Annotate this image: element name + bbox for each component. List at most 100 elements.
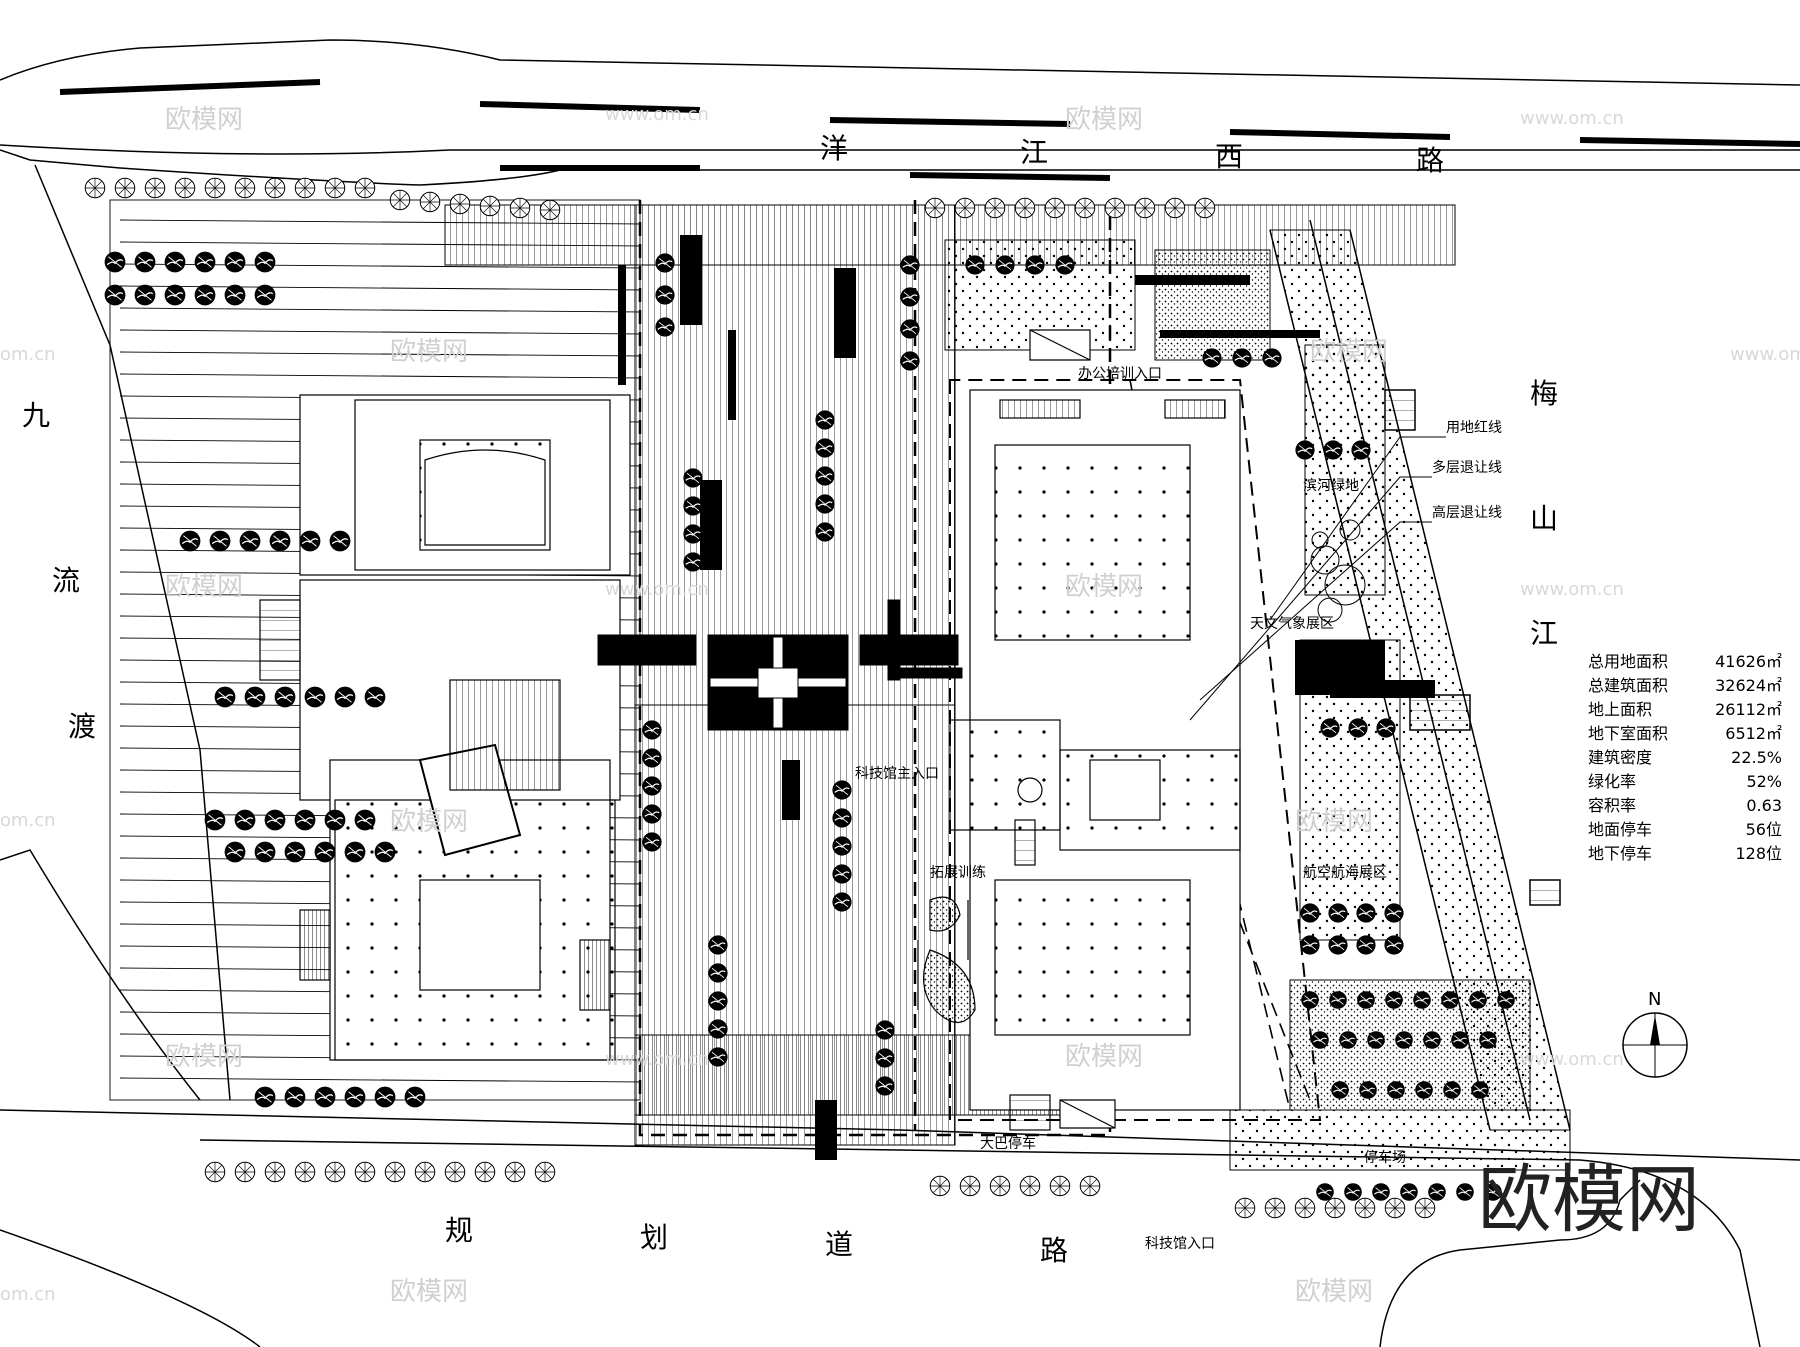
tree-icon [263, 808, 287, 832]
tree-icon [243, 685, 267, 709]
tree-icon [1315, 1182, 1335, 1202]
watermark-brand-4: 欧模网 [1310, 337, 1388, 367]
road-labels: 洋 江 西 路 规 划 道 路 九 流 渡 梅 山 江 [22, 132, 1558, 1267]
street-tree-icon [924, 197, 946, 219]
street-tree-icon [1164, 197, 1186, 219]
tree-icon [707, 1046, 729, 1068]
tree-icon [1399, 1182, 1419, 1202]
stat-value: 56位 [1746, 820, 1782, 839]
street-tree-icon [954, 197, 976, 219]
west-road-char-3: 渡 [68, 710, 96, 743]
tree-icon [1299, 902, 1321, 924]
street-tree-icon [324, 177, 346, 199]
watermark-brand-7: 欧模网 [390, 807, 468, 837]
tree-icon [831, 807, 853, 829]
tree-icon [682, 495, 704, 517]
watermark-brand-5: 欧模网 [165, 572, 243, 602]
stat-label: 地下室面积 [1588, 724, 1668, 743]
street-tree-icon [144, 177, 166, 199]
area-labels: 办公培训入口 用地红线 多层退让线 高层退让线 滨河绿地 天文气象展区 科技馆主… [855, 366, 1502, 1252]
museum-main-entry-label: 科技馆主入口 [855, 766, 939, 782]
watermark-brand-12: 欧模网 [1295, 1277, 1373, 1307]
tree-icon [831, 835, 853, 857]
watermark-brand-3: 欧模网 [390, 337, 468, 367]
west-building [259, 394, 631, 1061]
watermark-brand-9: 欧模网 [165, 1042, 243, 1072]
tree-icon [268, 529, 292, 553]
stat-value: 41626㎡ [1715, 652, 1782, 671]
tree-icon [373, 1085, 397, 1109]
tree-icon [1322, 439, 1344, 461]
watermark-brand-10: 欧模网 [1065, 1042, 1143, 1072]
street-tree-icon [1014, 197, 1036, 219]
tree-icon [163, 283, 187, 307]
tree-icon [654, 284, 676, 306]
tree-icon [874, 1047, 896, 1069]
street-tree-icon [1414, 1197, 1436, 1219]
tree-icon [1355, 902, 1377, 924]
tree-icon [1319, 717, 1341, 739]
street-tree-icon [384, 1161, 406, 1183]
tree-icon [323, 808, 347, 832]
street-tree-icon [959, 1175, 981, 1197]
street-tree-icon [1294, 1197, 1316, 1219]
tree-icon [133, 283, 157, 307]
street-tree-icon [1104, 197, 1126, 219]
tree-icon [641, 719, 663, 741]
tree-icon [273, 685, 297, 709]
tree-icon [814, 409, 836, 431]
street-tree-icon [1234, 1197, 1256, 1219]
stat-label: 地面停车 [1588, 820, 1652, 839]
watermark-url-2: www.om.cn [1520, 108, 1624, 129]
tree-icon [641, 803, 663, 825]
tree-icon [253, 1085, 277, 1109]
bus-parking-label: 大巴停车 [980, 1135, 1036, 1152]
multi-setback-label: 多层退让线 [1432, 459, 1502, 476]
watermark-url-5: www.om.cn [605, 579, 709, 600]
tree-icon [178, 529, 202, 553]
tree-icon [1468, 990, 1488, 1010]
street-tree-icon [539, 199, 561, 221]
tree-icon [831, 863, 853, 885]
watermark-url-3: om.cn [0, 344, 56, 365]
tree-icon [654, 252, 676, 274]
street-tree-icon [84, 177, 106, 199]
watermark-url-7: om.cn [0, 810, 56, 831]
street-tree-icon [474, 1161, 496, 1183]
south-road-char-3: 道 [825, 1228, 853, 1261]
street-tree-icon [929, 1175, 951, 1197]
tree-icon [283, 840, 307, 864]
stat-value: 128位 [1735, 844, 1782, 863]
street-tree-icon [504, 1161, 526, 1183]
tree-icon [303, 685, 327, 709]
tree-icon [223, 840, 247, 864]
street-tree-icon [989, 1175, 1011, 1197]
tree-icon [1496, 990, 1516, 1010]
street-tree-icon [354, 177, 376, 199]
east-road-char-2: 山 [1530, 502, 1558, 535]
north-road-char-4: 路 [1416, 144, 1444, 177]
tree-icon [343, 1085, 367, 1109]
east-river-lines [1269, 219, 1571, 1131]
north-road-char-1: 洋 [820, 132, 848, 165]
watermarks: 欧模网 www.om.cn 欧模网 www.om.cn om.cn 欧模网 欧模… [0, 104, 1800, 1307]
tree-icon [874, 1075, 896, 1097]
astro-zone-label: 天文气象展区 [1250, 616, 1334, 632]
tree-icon [1470, 1080, 1490, 1100]
tree-icon [103, 283, 127, 307]
outdoor-training [917, 896, 976, 1024]
tree-icon [1300, 990, 1320, 1010]
tree-icon [213, 685, 237, 709]
tree-icon [1383, 902, 1405, 924]
tree-icon [814, 521, 836, 543]
tree-icon [1442, 1080, 1462, 1100]
street-tree-icon [294, 177, 316, 199]
street-tree-icon [1134, 197, 1156, 219]
tree-icon [253, 250, 277, 274]
south-road-char-4: 路 [1040, 1234, 1068, 1267]
tree-icon [403, 1085, 427, 1109]
tree-icon [831, 891, 853, 913]
tree-icon [1261, 347, 1283, 369]
tree-icon [899, 318, 921, 340]
